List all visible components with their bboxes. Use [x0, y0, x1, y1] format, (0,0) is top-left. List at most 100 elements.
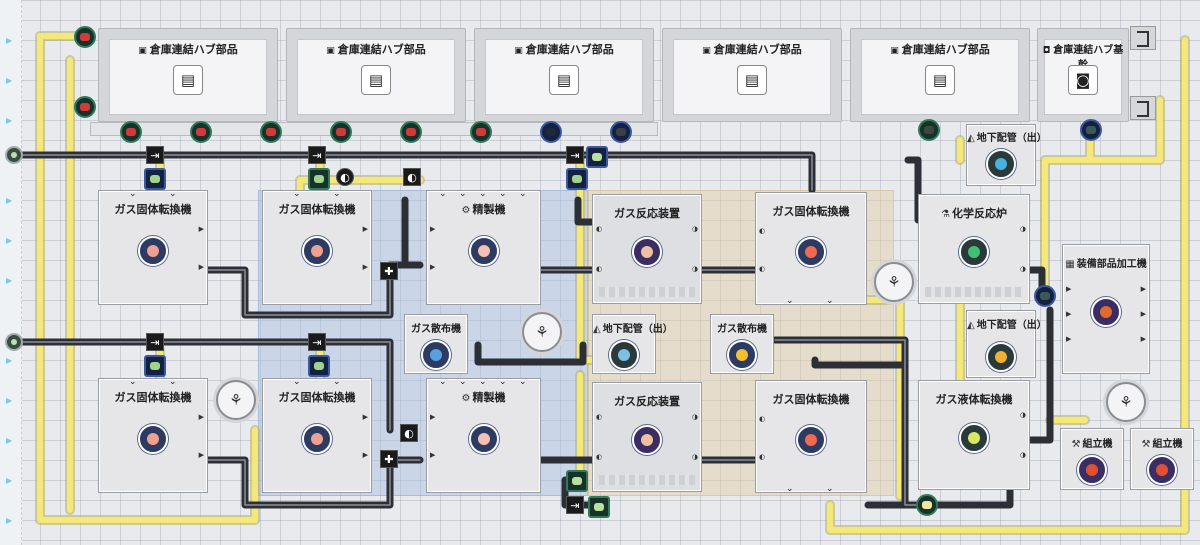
gas-solid-converter-5[interactable]: ガス固体転換機 ⌄ ⌄ ▶ ▶ — [262, 377, 372, 493]
output-port-icon: ◑ — [691, 265, 698, 273]
pipe-bend-icon[interactable]: ◐ — [403, 168, 421, 186]
resource-source-icon[interactable] — [5, 333, 23, 351]
machine-title: ガス固体転換機 — [772, 393, 850, 406]
gas-solid-converter-6[interactable]: ガス固体転換機 ⌄ ⌄ ◐ ◐ — [755, 380, 867, 494]
output-port-icon: ▶ — [198, 451, 204, 459]
pipe-cross-icon[interactable]: ✚ — [380, 262, 398, 280]
gas-spreader-1[interactable]: ガス散布機 — [404, 314, 468, 374]
machine-vent — [599, 287, 695, 297]
output-port-icon: ▶ — [362, 263, 368, 271]
storage-hub-part-1[interactable]: ▣倉庫連結ハブ部品 ▤ — [98, 28, 278, 122]
pipe-junction-icon[interactable]: ⇥ — [308, 146, 326, 164]
gas-solid-converter-4[interactable]: ガス固体転換機 ⌄ ⌄ ▶ ▶ — [98, 377, 208, 493]
gas-reactor-2[interactable]: ガス反応装置 ◐ ◐ ◑ ◑ — [592, 382, 702, 492]
product-icon — [138, 423, 168, 454]
resource-source-icon[interactable] — [5, 146, 23, 164]
red-ore-node-icon[interactable] — [400, 121, 422, 143]
gas-solid-converter-1[interactable]: ガス固体転換機 ⌄ ⌄ ▶ ▶ — [98, 189, 208, 305]
green-gas-node-icon[interactable] — [588, 496, 610, 518]
red-ore-node-icon[interactable] — [190, 121, 212, 143]
storage-hub-part-2[interactable]: ▣倉庫連結ハブ部品 ▤ — [286, 28, 466, 122]
chest-icon: ▣ — [138, 46, 147, 56]
pipe-junction-icon[interactable]: ⇥ — [566, 146, 584, 164]
gas-reactor-1[interactable]: ガス反応装置 ◐ ◐ ◑ ◑ — [592, 194, 702, 304]
green-gas-node-icon[interactable] — [586, 146, 608, 168]
product-icon — [302, 235, 332, 266]
gas-liquid-converter[interactable]: ガス液体転換機 ◑ ◑ — [918, 380, 1030, 490]
conveyor-gantry-icon[interactable] — [1130, 26, 1156, 50]
dark-ore-node-icon[interactable] — [610, 121, 632, 143]
pipe-junction-icon[interactable]: ⇥ — [566, 496, 584, 514]
green-gas-node-icon[interactable] — [308, 168, 330, 190]
chevron-down-icon: ⌄ — [499, 189, 507, 199]
product-icon — [959, 237, 989, 267]
machine-title: ガス固体転換機 — [114, 391, 192, 404]
pipe-fan-icon[interactable]: ⚘ — [1106, 382, 1146, 422]
input-port-icon: ◐ — [759, 227, 766, 235]
pipe-bend-icon[interactable]: ◐ — [400, 424, 418, 442]
storage-hub-part-4[interactable]: ▣倉庫連結ハブ部品 ▤ — [662, 28, 842, 122]
output-port-icon: ▶ — [1140, 335, 1146, 343]
input-port-icon: ▶ — [1066, 310, 1072, 318]
edge-arrow-icon: ▶ — [6, 236, 13, 245]
equipment-part-workshop[interactable]: ▦装備部品加工機 ▶ ▶ ▶ ▶ ▶ ▶ — [1062, 244, 1150, 374]
red-ore-node-icon[interactable] — [74, 26, 96, 48]
storage-hub-part-3[interactable]: ▣倉庫連結ハブ部品 ▤ — [474, 28, 654, 122]
dark-ore-node-icon[interactable] — [918, 119, 940, 141]
pipe-junction-icon[interactable]: ⇥ — [308, 333, 326, 351]
storage-hub-core[interactable]: ◘倉庫連結ハブ基幹 ◙ — [1037, 28, 1129, 122]
underground-pipe-out-top[interactable]: ◭地下配管（出） — [966, 124, 1047, 186]
output-port-icon: ▶ — [198, 263, 204, 271]
machine-title: ◭地下配管（出） — [593, 324, 673, 335]
pipe-junction-icon[interactable]: ⇥ — [146, 146, 164, 164]
pipe-fan-icon[interactable]: ⚘ — [874, 262, 914, 302]
refiner-2[interactable]: ⚙精製機 ⌄ ⌄ ⌄ ⌄ ⌄ ▶ ▶ — [426, 377, 541, 493]
pipe-fan-icon[interactable]: ⚘ — [216, 380, 256, 420]
machine-title: ガス散布機 — [717, 324, 767, 335]
output-port-icon: ◑ — [691, 453, 698, 461]
dark-ore-node-icon[interactable] — [1034, 285, 1056, 307]
underground-pipe-out-mid[interactable]: ◭地下配管（出） — [592, 314, 673, 374]
green-gas-node-icon[interactable] — [308, 355, 330, 377]
product-icon — [796, 424, 826, 455]
edge-arrow-icon: ▶ — [6, 436, 13, 445]
machine-title: ガス固体転換機 — [278, 391, 356, 404]
conveyor-gantry-icon[interactable] — [1130, 96, 1156, 120]
wind-icon — [421, 340, 451, 370]
liquid-node-icon[interactable] — [916, 494, 938, 516]
green-gas-node-icon[interactable] — [144, 355, 166, 377]
red-ore-node-icon[interactable] — [470, 121, 492, 143]
output-port-icon: ▶ — [198, 413, 204, 421]
left-edge-strip: ▶ ▶ ▶ ▶ ▶ ▶ ▶ ▶ ▶ ▶ ▶ — [0, 0, 22, 545]
red-ore-node-icon[interactable] — [120, 121, 142, 143]
chest-icon: ▣ — [702, 46, 711, 56]
assembler-2[interactable]: ⚒組立機 — [1130, 428, 1194, 490]
refiner-1[interactable]: ⚙精製機 ⌄ ⌄ ⌄ ⌄ ⌄ ▶ ▶ — [426, 189, 541, 305]
green-gas-node-icon[interactable] — [566, 168, 588, 190]
chevron-down-icon: ⌄ — [519, 377, 527, 387]
gas-spreader-2[interactable]: ガス散布機 — [710, 314, 774, 374]
red-ore-node-icon[interactable] — [330, 121, 352, 143]
storage-hub-part-5[interactable]: ▣倉庫連結ハブ部品 ▤ — [850, 28, 1030, 122]
pipe-bend-icon[interactable]: ◐ — [336, 168, 354, 186]
dark-ore-node-icon[interactable] — [540, 121, 562, 143]
chevron-down-icon: ⌄ — [519, 189, 527, 199]
underground-pipe-out-right[interactable]: ◭地下配管（出） — [966, 310, 1047, 378]
wrench-icon: ⚒ — [1071, 439, 1081, 450]
green-gas-node-icon[interactable] — [144, 168, 166, 190]
dark-ore-node-icon[interactable] — [1080, 119, 1102, 141]
red-ore-node-icon[interactable] — [74, 96, 96, 118]
red-ore-node-icon[interactable] — [260, 121, 282, 143]
hub-title: ▣倉庫連結ハブ部品 — [138, 43, 238, 56]
gas-solid-converter-3[interactable]: ガス固体転換機 ⌄ ⌄ ◐ ◐ — [755, 192, 867, 306]
chemical-reactor[interactable]: ⚗化学反応炉 ◑ ◑ — [918, 194, 1030, 304]
pipe-cross-icon[interactable]: ✚ — [380, 450, 398, 468]
gas-solid-converter-2[interactable]: ガス固体転換機 ⌄ ⌄ ▶ ▶ — [262, 189, 372, 305]
assembler-1[interactable]: ⚒組立機 — [1060, 428, 1124, 490]
pipe-fan-icon[interactable]: ⚘ — [522, 312, 562, 352]
machine-title: ガス固体転換機 — [114, 203, 192, 216]
pipe-junction-icon[interactable]: ⇥ — [146, 333, 164, 351]
green-gas-node-icon[interactable] — [566, 470, 588, 492]
product-icon — [1147, 455, 1177, 485]
